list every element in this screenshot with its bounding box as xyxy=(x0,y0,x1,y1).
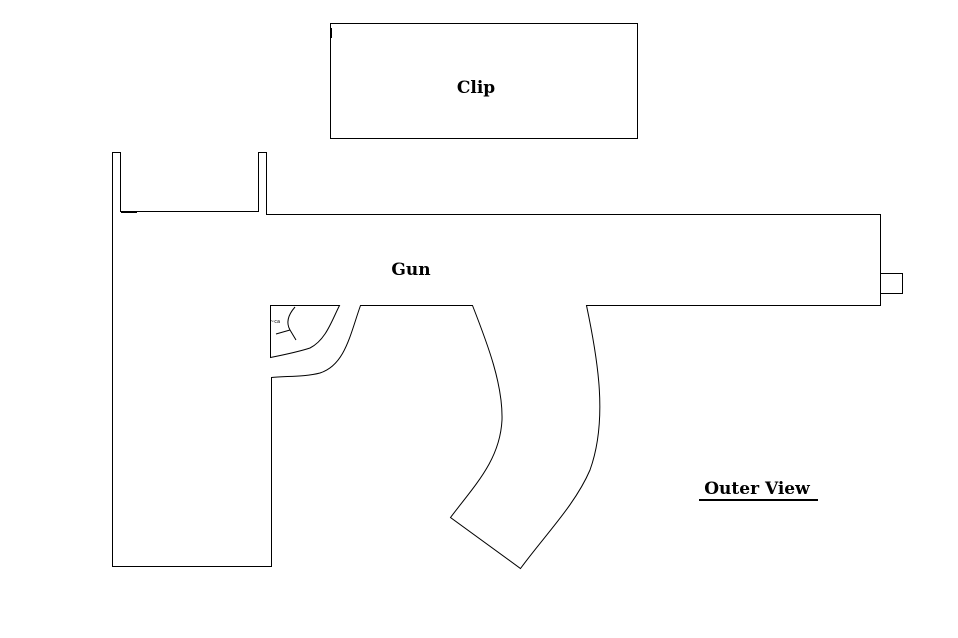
clip-part: Clip xyxy=(330,23,638,139)
muzzle-nub xyxy=(880,273,903,294)
outer-view-label: Outer View xyxy=(704,479,810,499)
view-caption: Outer View xyxy=(699,479,818,501)
trigger xyxy=(287,306,297,341)
gun-outline xyxy=(112,152,881,570)
clip-outline xyxy=(330,23,638,139)
gun-label: Gun xyxy=(391,260,430,280)
trigger-mark-label: ~ca xyxy=(270,319,280,325)
trigger-tick xyxy=(275,329,291,335)
trigger-guard xyxy=(270,305,341,359)
gun-part: ~ca Gun xyxy=(112,152,903,570)
clip-label: Clip xyxy=(457,78,495,98)
